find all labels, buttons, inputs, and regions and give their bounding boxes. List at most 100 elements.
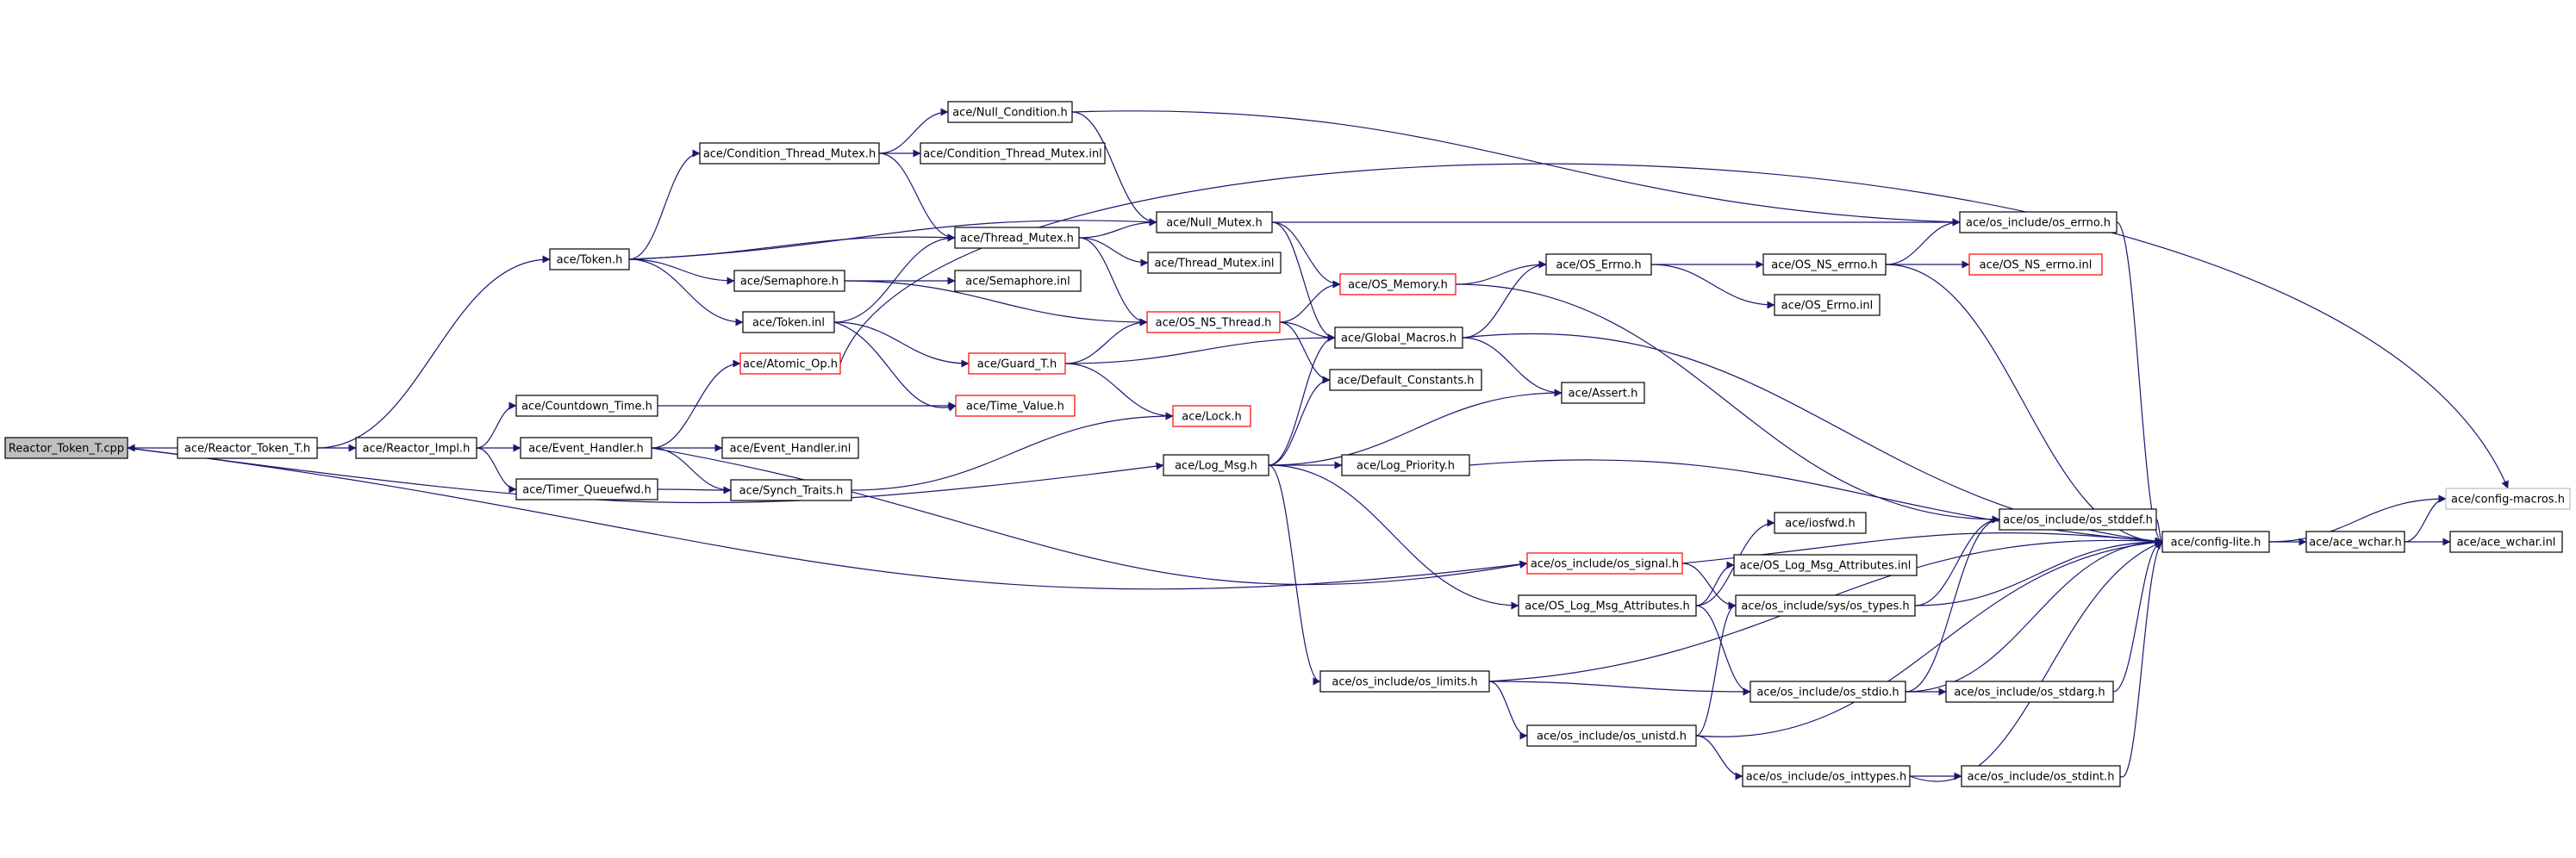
node-log-msg[interactable]: ace/Log_Msg.h — [1163, 454, 1269, 476]
node-box — [1329, 369, 1482, 391]
node-sys-os-types[interactable]: ace/os_include/sys/os_types.h — [1735, 594, 1916, 617]
node-label: ace/Guard_T.h — [977, 358, 1057, 371]
node-label: ace/OS_Log_Msg_Attributes.h — [1525, 600, 1689, 613]
node-box — [721, 437, 859, 459]
node-label: ace/Lock.h — [1182, 411, 1242, 424]
node-ace-wchar-inl[interactable]: ace/ace_wchar.inl — [2449, 531, 2563, 553]
node-cond-thread-mutex[interactable]: ace/Condition_Thread_Mutex.h — [699, 142, 880, 165]
edge-root-to-os_signal — [127, 447, 1528, 590]
node-box — [730, 479, 852, 501]
node-thread-mutex[interactable]: ace/Thread_Mutex.h — [954, 227, 1080, 249]
node-config-macros[interactable]: ace/config-macros.h — [2445, 488, 2571, 510]
node-os-limits[interactable]: ace/os_include/os_limits.h — [1319, 670, 1490, 693]
node-box — [739, 352, 841, 375]
node-os-stddef[interactable]: ace/os_include/os_stddef.h — [1999, 508, 2157, 531]
node-reactor-token-t-h[interactable]: ace/Reactor_Token_T.h — [177, 437, 318, 459]
node-thread-mutex-inl[interactable]: ace/Thread_Mutex.inl — [1147, 252, 1282, 274]
node-os-errno-inl[interactable]: ace/OS_Errno.inl — [1774, 294, 1881, 316]
node-box — [1339, 273, 1456, 295]
node-os-stdio[interactable]: ace/os_include/os_stdio.h — [1750, 681, 1906, 703]
node-default-constants[interactable]: ace/Default_Constants.h — [1329, 369, 1482, 391]
node-atomic-op[interactable]: ace/Atomic_Op.h — [739, 352, 841, 375]
node-os-errno-h[interactable]: ace/OS_Errno.h — [1545, 253, 1652, 276]
node-label: ace/OS_Errno.inl — [1781, 300, 1873, 313]
node-global-macros[interactable]: ace/Global_Macros.h — [1334, 326, 1463, 349]
node-os-memory[interactable]: ace/OS_Memory.h — [1339, 273, 1456, 295]
node-semaphore-inl[interactable]: ace/Semaphore.inl — [954, 270, 1082, 292]
node-box — [1999, 508, 2157, 531]
node-config-lite[interactable]: ace/config-lite.h — [2161, 531, 2270, 553]
edge-null_mutex-to-global_macros — [1271, 221, 1336, 342]
node-label: ace/Default_Constants.h — [1337, 375, 1474, 388]
node-box — [1163, 454, 1269, 476]
node-box — [177, 437, 318, 459]
node-label: ace/Token.inl — [752, 317, 825, 330]
node-ace-wchar-h[interactable]: ace/ace_wchar.h — [2305, 531, 2405, 553]
node-label: ace/os_include/sys/os_types.h — [1741, 600, 1909, 613]
node-os-stdint[interactable]: ace/os_include/os_stdint.h — [1961, 765, 2121, 787]
node-guard-t[interactable]: ace/Guard_T.h — [968, 352, 1066, 375]
node-os-log-msg-attr[interactable]: ace/OS_Log_Msg_Attributes.h — [1518, 594, 1697, 617]
node-cond-thread-mutex-inl[interactable]: ace/Condition_Thread_Mutex.inl — [920, 142, 1106, 165]
edge-global_macros-to-assert_h — [1462, 337, 1562, 397]
node-label: ace/config-lite.h — [2171, 537, 2261, 550]
edge-reactor_token_t_h-to-token_h — [316, 255, 551, 449]
node-os-ns-thread[interactable]: ace/OS_NS_Thread.h — [1146, 311, 1281, 333]
node-semaphore-h[interactable]: ace/Semaphore.h — [733, 270, 845, 292]
node-box — [1735, 594, 1916, 617]
node-box — [4, 437, 128, 459]
node-label: ace/Thread_Mutex.h — [960, 233, 1074, 246]
node-box — [1762, 253, 1887, 276]
edge-os_log_msg_attr-to-os_stdio — [1695, 605, 1751, 696]
node-label: ace/Condition_Thread_Mutex.h — [703, 148, 876, 161]
edge-os_unistd-to-os_inttypes — [1695, 735, 1743, 780]
edge-event_handler-to-atomic_op — [651, 359, 741, 449]
node-iosfwd[interactable]: ace/iosfwd.h — [1774, 512, 1867, 534]
node-synch-traits[interactable]: ace/Synch_Traits.h — [730, 479, 852, 501]
node-label: ace/Time_Value.h — [966, 401, 1064, 413]
edge-timer_queuefwd-to-synch_traits — [657, 486, 732, 494]
node-assert-h[interactable]: ace/Assert.h — [1561, 382, 1645, 404]
edge-token_inl-to-thread_mutex — [833, 233, 956, 323]
node-reactor-impl[interactable]: ace/Reactor_Impl.h — [355, 437, 477, 459]
node-timer-queuefwd[interactable]: ace/Timer_Queuefwd.h — [515, 478, 658, 501]
node-os-ns-errno-h[interactable]: ace/OS_NS_errno.h — [1762, 253, 1887, 276]
edge-token_inl-to-time_value — [833, 321, 957, 412]
edge-os_stdio-to-config_lite — [1905, 538, 2163, 693]
node-label: ace/Log_Priority.h — [1357, 460, 1455, 473]
node-os-signal[interactable]: ace/os_include/os_signal.h — [1526, 552, 1683, 575]
node-os-include-errno[interactable]: ace/os_include/os_errno.h — [1959, 211, 2118, 233]
node-box — [1334, 326, 1463, 349]
edge-log_msg-to-default_constants — [1268, 376, 1331, 466]
node-lock-h[interactable]: ace/Lock.h — [1172, 405, 1251, 427]
edges-layer — [127, 108, 2509, 782]
node-time-value[interactable]: ace/Time_Value.h — [955, 395, 1076, 417]
node-label: ace/ace_wchar.inl — [2457, 537, 2556, 550]
node-box — [1750, 681, 1906, 703]
node-token-inl[interactable]: ace/Token.inl — [742, 311, 835, 333]
edge-guard_t-to-global_macros — [1064, 333, 1336, 364]
node-box — [968, 352, 1066, 375]
edge-cond_thread_mutex-to-null_condition — [878, 108, 949, 154]
node-os-unistd[interactable]: ace/os_include/os_unistd.h — [1526, 724, 1697, 747]
node-os-log-msg-attr-inl[interactable]: ace/OS_Log_Msg_Attributes.inl — [1733, 554, 1918, 576]
node-token-h[interactable]: ace/Token.h — [549, 248, 630, 270]
node-label: ace/Assert.h — [1569, 388, 1638, 401]
node-null-condition[interactable]: ace/Null_Condition.h — [947, 101, 1073, 123]
node-root: Reactor_Token_T.cpp — [4, 437, 128, 459]
node-log-priority[interactable]: ace/Log_Priority.h — [1341, 454, 1470, 476]
node-os-inttypes[interactable]: ace/os_include/os_inttypes.h — [1742, 765, 1911, 787]
node-label: ace/Global_Macros.h — [1341, 333, 1456, 345]
node-countdown[interactable]: ace/Countdown_Time.h — [515, 395, 658, 417]
node-event-handler[interactable]: ace/Event_Handler.h — [520, 437, 652, 459]
node-box — [1341, 454, 1470, 476]
edge-os_memory-to-os_stddef — [1455, 283, 2000, 524]
node-event-handler-inl[interactable]: ace/Event_Handler.inl — [721, 437, 859, 459]
edge-os_stdint-to-config_lite — [2119, 541, 2163, 778]
node-os-ns-errno-inl[interactable]: ace/OS_NS_errno.inl — [1968, 253, 2103, 276]
node-null-mutex[interactable]: ace/Null_Mutex.h — [1156, 211, 1273, 233]
node-os-stdarg[interactable]: ace/os_include/os_stdarg.h — [1945, 681, 2114, 703]
edge-thread_mutex-to-thread_mutex_inl — [1078, 237, 1149, 267]
edge-os_ns_errno_h-to-os_include_errno — [1885, 218, 1961, 265]
